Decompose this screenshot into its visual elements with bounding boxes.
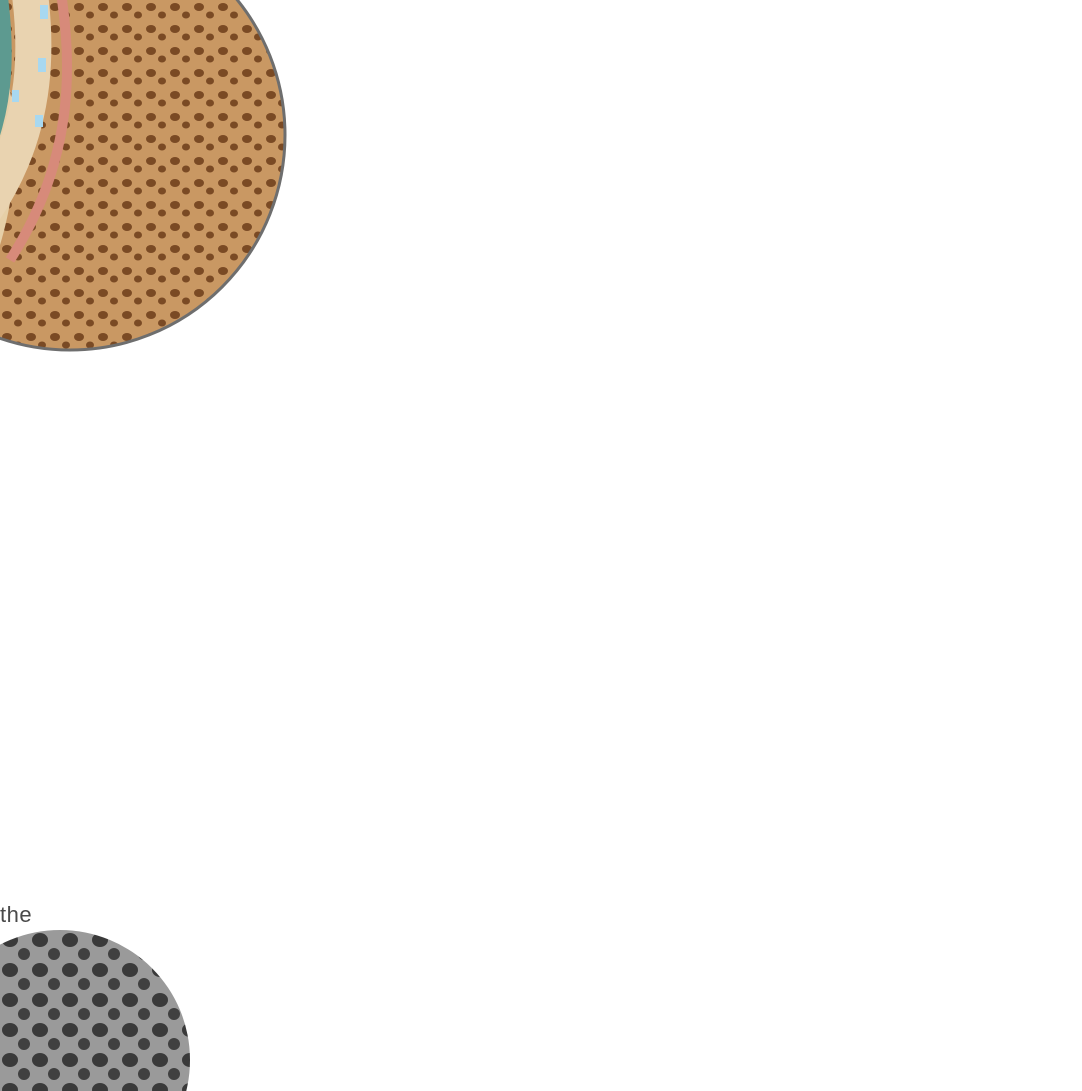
caption-fragment: the: [0, 902, 32, 928]
overview-inset: [0, 0, 300, 400]
sem-inset: [0, 920, 200, 1091]
